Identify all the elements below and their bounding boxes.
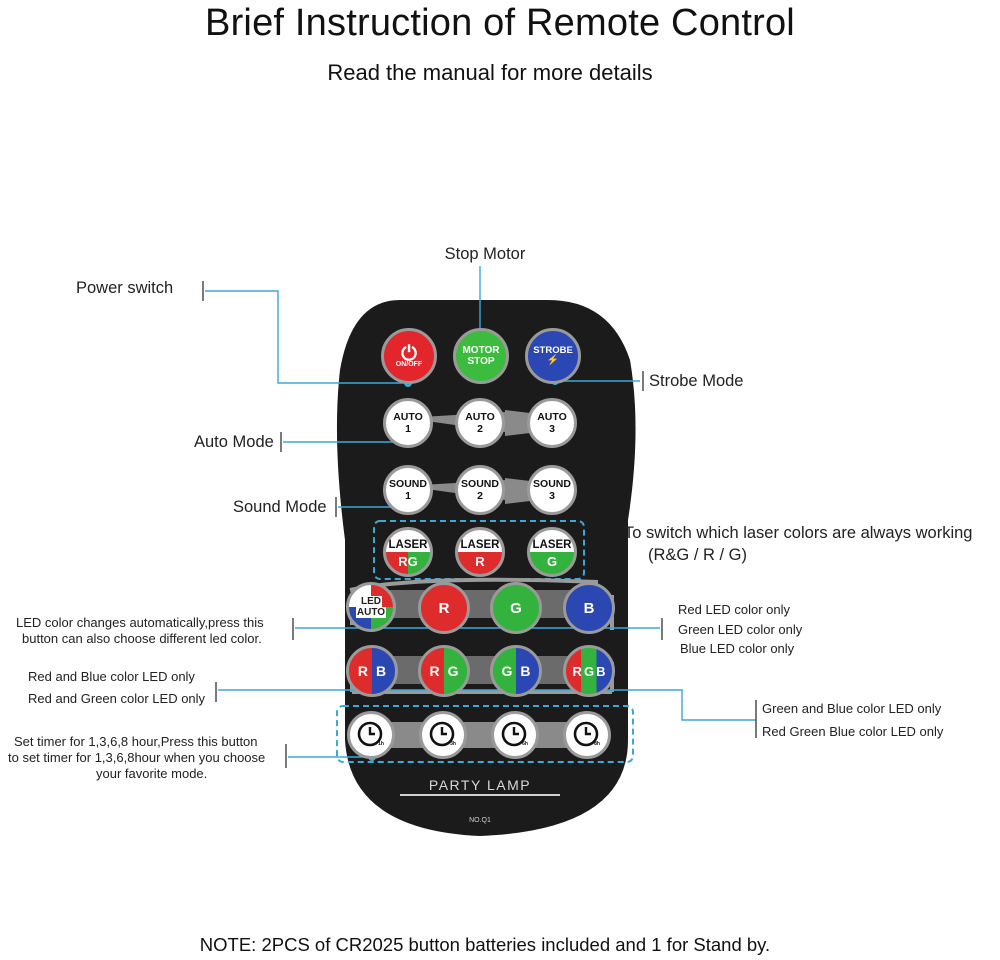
laser-r-button[interactable]: LASER R — [455, 527, 505, 577]
label-blue-only: Blue LED color only — [680, 641, 795, 656]
label-sound-mode: Sound Mode — [233, 498, 327, 516]
blue-led-button[interactable]: B — [563, 582, 615, 634]
timer-1h-button[interactable]: 1h — [347, 711, 395, 759]
laser-rg-button[interactable]: LASER RG — [383, 527, 433, 577]
power-button[interactable]: ⏻ ON/OFF — [381, 328, 437, 384]
clock-icon — [573, 721, 599, 747]
page-title: Brief Instruction of Remote Control — [205, 2, 795, 44]
label-red-green: Red and Green color LED only — [28, 691, 206, 706]
label-laser-options: (R&G / R / G) — [648, 546, 747, 564]
led-row-bar — [370, 590, 595, 618]
battery-note: NOTE: 2PCS of CR2025 button batteries in… — [199, 934, 771, 955]
timer-row-bar — [370, 722, 595, 748]
label-led-auto-2: button can also choose different led col… — [22, 631, 262, 646]
label-green-only: Green LED color only — [678, 622, 803, 637]
green-led-button[interactable]: G — [490, 582, 542, 634]
red-led-button[interactable]: R — [418, 582, 470, 634]
power-icon: ⏻ — [401, 342, 417, 365]
label-rgb: Red Green Blue color LED only — [762, 724, 944, 739]
label-timer-2: to set timer for 1,3,6,8hour when you ch… — [8, 750, 266, 765]
clock-icon — [357, 721, 383, 747]
label-auto-mode: Auto Mode — [194, 433, 274, 451]
label-red-blue: Red and Blue color LED only — [28, 669, 195, 684]
combo-row-bar — [370, 656, 595, 684]
model-label: NO.Q1 — [469, 817, 491, 824]
timer-group-outline — [336, 705, 634, 763]
label-timer-1: Set timer for 1,3,6,8 hour,Press this bu… — [14, 734, 258, 749]
lightning-icon: ⚡ — [546, 355, 560, 366]
page-subtitle: Read the manual for more details — [327, 60, 653, 85]
led-auto-button[interactable]: LED AUTO — [346, 582, 396, 632]
label-laser-switch: To switch which laser colors are always … — [624, 524, 973, 542]
label-green-blue: Green and Blue color LED only — [762, 701, 942, 716]
timer-8h-button[interactable]: 8h — [563, 711, 611, 759]
timer-6h-button[interactable]: 6h — [491, 711, 539, 759]
label-led-auto-1: LED color changes automatically,press th… — [16, 615, 264, 630]
clock-icon — [501, 721, 527, 747]
label-timer-3: your favorite mode. — [96, 766, 208, 781]
laser-g-button[interactable]: LASER G — [527, 527, 577, 577]
label-power-switch: Power switch — [76, 279, 174, 297]
timer-3h-button[interactable]: 3h — [419, 711, 467, 759]
motor-stop-button[interactable]: MOTOR STOP — [453, 328, 509, 384]
label-stop-motor: Stop Motor — [444, 245, 526, 263]
strobe-button[interactable]: STROBE ⚡ — [525, 328, 581, 384]
label-strobe-mode: Strobe Mode — [649, 372, 744, 390]
label-red-only: Red LED color only — [678, 602, 790, 617]
clock-icon — [429, 721, 455, 747]
brand-label: PARTY LAMP — [400, 777, 560, 796]
